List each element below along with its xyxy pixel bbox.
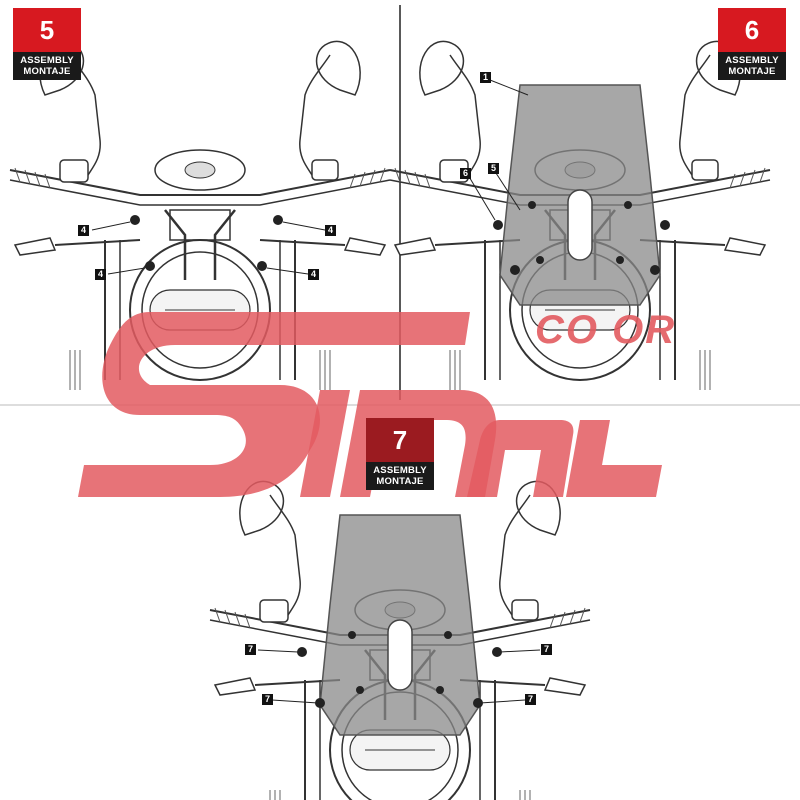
step-label: ASSEMBLY MONTAJE [13,52,81,80]
callout-part-7: 7 [245,644,256,655]
step-label-line1: ASSEMBLY [373,465,427,476]
callout-part-7: 7 [525,694,536,705]
callout-part-5: 5 [488,163,499,174]
step-badge-6: 6 ASSEMBLY MONTAJE [718,8,786,80]
step-label-line2: MONTAJE [23,66,71,77]
step-label: ASSEMBLY MONTAJE [366,462,434,490]
callout-part-1: 1 [480,72,491,83]
step-label-line2: MONTAJE [728,66,776,77]
leaders-panel-5 [91,221,326,275]
windscreen-panel-7 [319,514,481,736]
step-badge-5: 5 ASSEMBLY MONTAJE [13,8,81,80]
callout-part-4: 4 [308,269,319,280]
callout-part-7: 7 [541,644,552,655]
callout-part-6: 6 [460,168,471,179]
callout-part-4: 4 [325,225,336,236]
windscreen-panel-6 [499,84,661,306]
leaders-panel-7 [257,649,541,704]
callout-part-7: 7 [262,694,273,705]
step-number: 5 [13,8,81,52]
step-label: ASSEMBLY MONTAJE [718,52,786,80]
step-label-line1: ASSEMBLY [725,55,779,66]
watermark-text: CO OR [535,308,677,352]
step-number: 7 [366,418,434,462]
leaders-panel-6 [467,79,529,221]
step-label-line2: MONTAJE [376,476,424,487]
step-number: 6 [718,8,786,52]
callout-part-4: 4 [78,225,89,236]
bolts-panel-5 [130,215,283,271]
step-label-line1: ASSEMBLY [20,55,74,66]
callout-part-4: 4 [95,269,106,280]
watermark-logo [78,312,662,497]
step-badge-7: 7 ASSEMBLY MONTAJE [366,418,434,490]
